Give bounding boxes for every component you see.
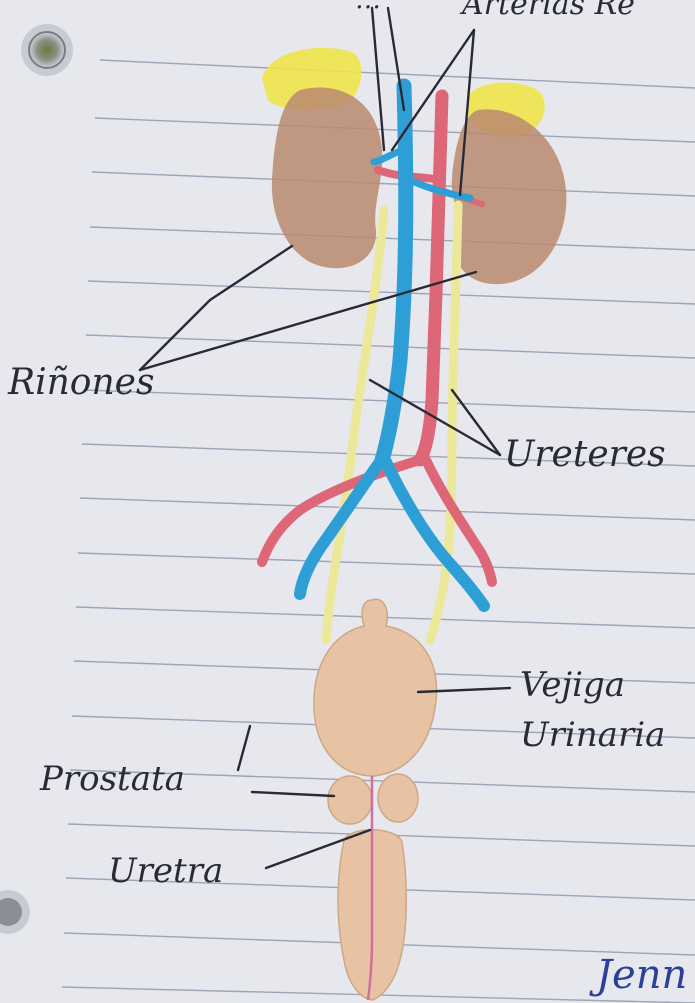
label-urethra: Uretra xyxy=(108,851,223,891)
label-arterias-renales: Arterias Re xyxy=(459,0,635,22)
binder-hole-top xyxy=(21,24,73,76)
left-kidney xyxy=(272,88,382,269)
aorta xyxy=(420,96,442,460)
right-iliac-artery xyxy=(426,460,492,582)
label-kidneys: Riñones xyxy=(7,362,154,403)
vena-cava xyxy=(382,86,406,460)
signature: Jenn xyxy=(589,952,687,998)
label-bladder-line2: Urinaria xyxy=(520,715,665,755)
urinary-bladder xyxy=(314,599,437,776)
label-ureters: Ureteres xyxy=(504,434,666,475)
label-top-left-partial: … xyxy=(355,0,381,15)
binder-hole-bottom xyxy=(0,890,30,934)
prostate-left-lobe xyxy=(328,776,372,824)
left-ureter xyxy=(326,210,384,640)
label-prostate: Prostata xyxy=(39,759,185,799)
left-iliac-vein xyxy=(300,462,380,594)
prostate-right-lobe xyxy=(378,774,418,822)
label-bladder-line1: Vejiga xyxy=(520,665,625,705)
